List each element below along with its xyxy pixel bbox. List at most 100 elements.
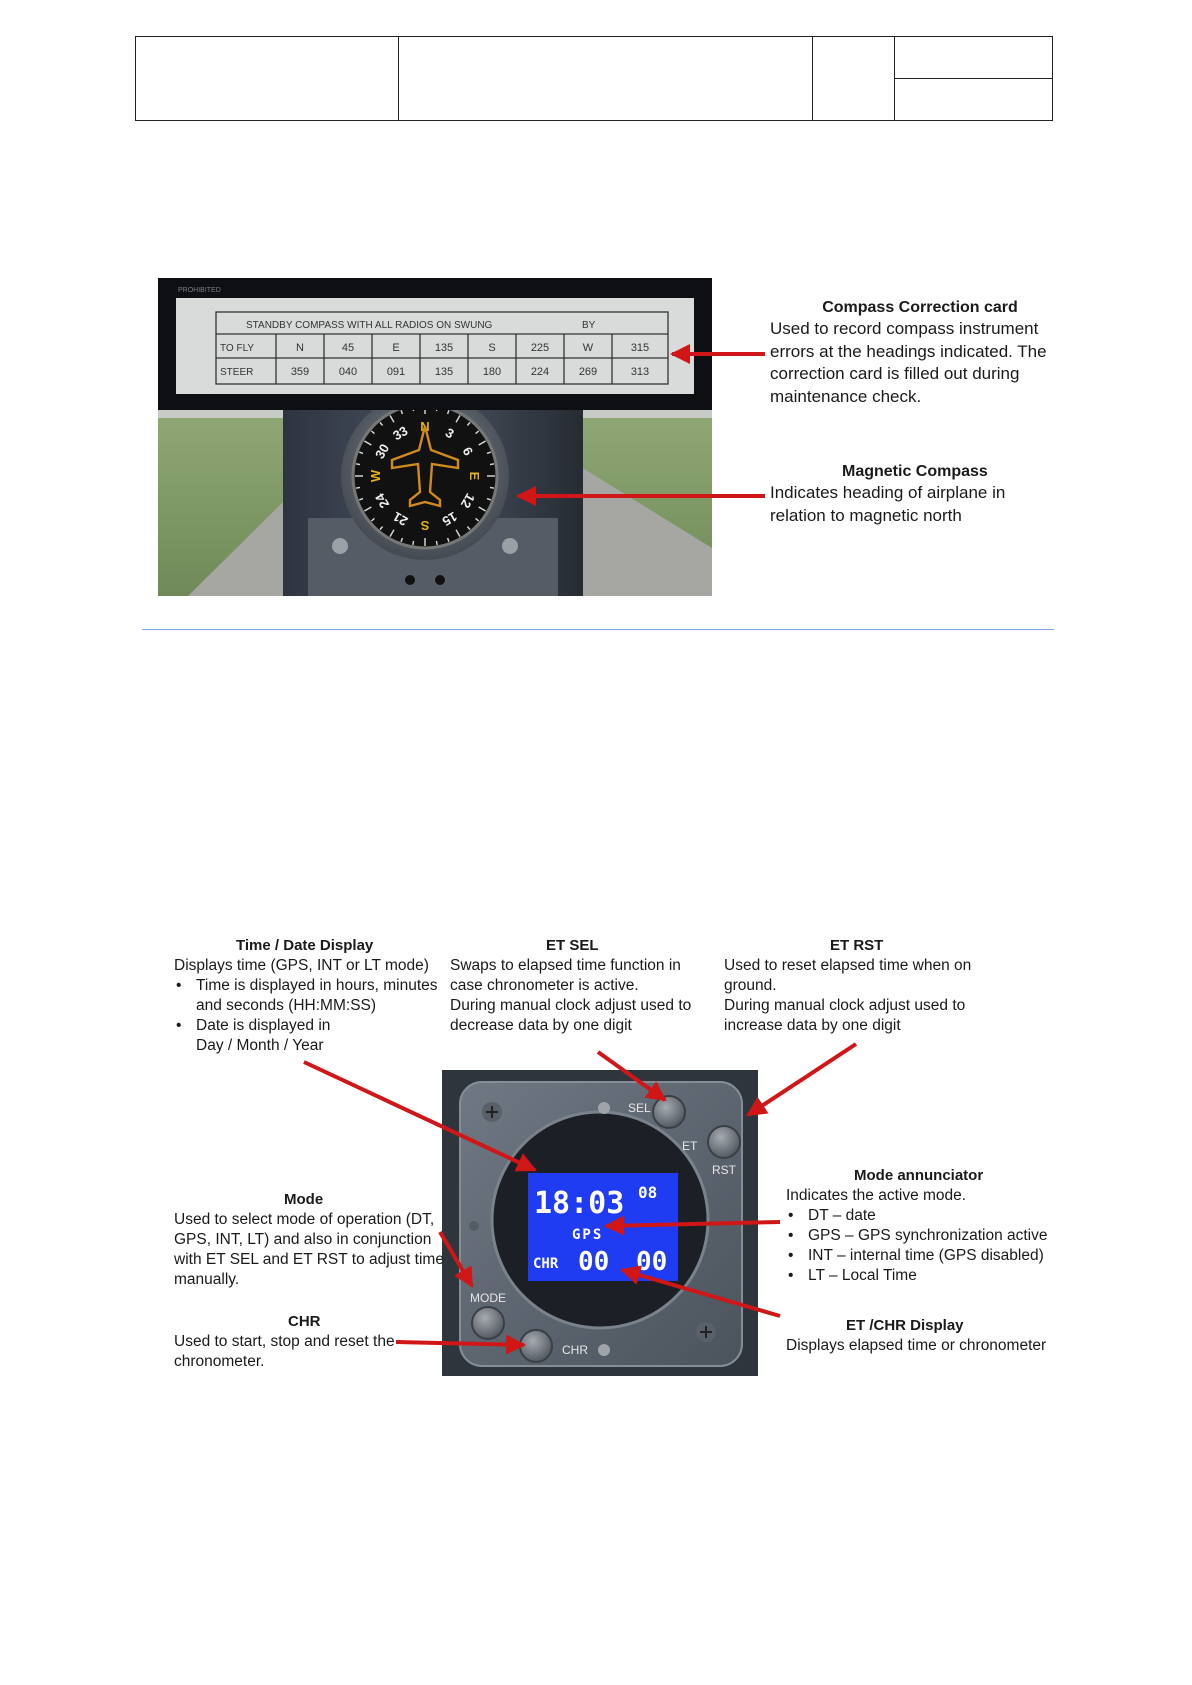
et-sel-title: ET SEL: [546, 937, 599, 954]
correction-card-line: correction card is filled out during: [770, 364, 1020, 383]
time-date-bullet: Date is displayed in Day / Month / Year: [174, 1016, 454, 1056]
compass-card-label: E: [467, 472, 482, 481]
correction-card-line: maintenance check.: [770, 386, 922, 406]
et-rst-line: Used to reset elapsed time when on: [724, 957, 972, 974]
screw-icon: [696, 1322, 716, 1342]
et-chr-display-annotation: ET /CHR Display Displays elapsed time or…: [786, 1316, 1086, 1356]
mode-annunciator-annotation: Mode annunciator Indicates the active mo…: [786, 1166, 1066, 1286]
card-to-fly-cell: 135: [435, 342, 453, 354]
magnetic-compass-title: Magnetic Compass: [842, 463, 988, 480]
et-rst-line: During manual clock adjust used to: [724, 997, 966, 1014]
header-cell-divider: [812, 37, 813, 120]
card-steer-label: STEER: [220, 367, 253, 378]
correction-card-title: Compass Correction card: [822, 299, 1018, 316]
card-steer-cell: 135: [435, 366, 453, 378]
card-to-fly-cell: E: [392, 342, 399, 354]
screw-icon: [482, 1102, 502, 1122]
et-rst-button[interactable]: [707, 1125, 741, 1159]
time-date-title: Time / Date Display: [236, 937, 374, 954]
card-to-fly-label: TO FLY: [220, 343, 254, 354]
document-header-table: [135, 36, 1053, 121]
svg-text:PROHIBITED: PROHIBITED: [178, 287, 221, 294]
et-sel-line: Swaps to elapsed time function in: [450, 957, 681, 974]
card-to-fly-cell: N: [296, 342, 304, 354]
et-rst-line: increase data by one digit: [724, 1017, 901, 1034]
section-divider: [142, 629, 1054, 630]
mode-line: manually.: [174, 1271, 240, 1288]
et-chr-display-title: ET /CHR Display: [846, 1317, 964, 1334]
time-seconds: 08: [638, 1183, 657, 1202]
chr-indicator-light: [598, 1344, 610, 1356]
et-sel-annotation: ET SEL Swaps to elapsed time function in…: [450, 936, 710, 1036]
mode-line: with ET SEL and ET RST to adjust time: [174, 1251, 444, 1268]
mode-annunciator-title: Mode annunciator: [854, 1167, 984, 1184]
magnetic-compass-line: relation to magnetic north: [770, 505, 962, 525]
et-rst-arrow: [746, 1042, 858, 1117]
et-rst-line: ground.: [724, 977, 777, 994]
chr-display-label: CHR: [533, 1256, 559, 1272]
mode-annunciator: GPS: [572, 1227, 603, 1243]
compass-ticks: [355, 406, 495, 546]
card-header-by: BY: [582, 320, 596, 331]
rst-label: RST: [712, 1163, 737, 1177]
mode-annunciator-intro: Indicates the active mode.: [786, 1187, 967, 1204]
card-to-fly-cell: 315: [631, 342, 649, 354]
et-rst-annotation: ET RST Used to reset elapsed time when o…: [724, 936, 1004, 1036]
correction-card-line: errors at the headings indicated. The: [770, 341, 1047, 361]
card-steer-cell: 091: [387, 366, 405, 378]
time-main: 18:03: [534, 1186, 624, 1221]
et-sel-button[interactable]: [652, 1095, 686, 1129]
card-steer-cell: 040: [339, 366, 357, 378]
et-sel-line: During manual clock adjust used to: [450, 997, 692, 1014]
magnetic-compass-annotation: Magnetic Compass Indicates heading of ai…: [770, 462, 1070, 527]
time-date-bullet-text: Day / Month / Year: [196, 1037, 324, 1054]
chr-title: CHR: [288, 1313, 321, 1330]
card-to-fly-cell: S: [488, 342, 495, 354]
clock-panel-screenshot: SEL ET RST MODE CHR 18:03 08 GPS CHR 00 …: [442, 1070, 758, 1376]
card-steer-cell: 269: [579, 366, 597, 378]
correction-card-line: Used to record compass instrument: [770, 319, 1039, 338]
compass-card-label: 33: [390, 423, 410, 443]
et-rst-title: ET RST: [830, 937, 884, 954]
card-steer-cell: 224: [531, 366, 549, 378]
time-date-bullet-text: Time is displayed in hours, minutes: [196, 977, 438, 994]
airplane-icon: [390, 425, 460, 508]
correction-card-annotation: Compass Correction card Used to record c…: [770, 298, 1070, 408]
card-to-fly-cell: 45: [342, 342, 354, 354]
header-cell-divider: [398, 37, 399, 120]
et-label: ET: [682, 1139, 698, 1153]
mode-line: GPS, INT, LT) and also in conjunction: [174, 1231, 432, 1248]
mode-line: Used to select mode of operation (DT,: [174, 1211, 435, 1228]
chr-annotation: CHR Used to start, stop and reset the ch…: [174, 1312, 434, 1372]
et-sel-line: decrease data by one digit: [450, 1017, 632, 1034]
compass-card-label: W: [368, 469, 383, 482]
card-header: STANDBY COMPASS WITH ALL RADIOS ON SWUNG: [246, 320, 493, 331]
header-row-divider: [894, 78, 1052, 79]
compass-card-label: 30: [372, 441, 392, 461]
chr-panel-label: CHR: [562, 1343, 588, 1357]
sel-indicator-light: [598, 1102, 610, 1114]
time-date-bullet-text: and seconds (HH:MM:SS): [196, 997, 377, 1014]
mode-button[interactable]: [471, 1306, 505, 1340]
compass-card-label: S: [420, 518, 429, 533]
mode-title: Mode: [284, 1191, 324, 1208]
et-seconds: 00: [636, 1247, 667, 1277]
mode-annotation: Mode Used to select mode of operation (D…: [174, 1190, 454, 1290]
mode-annunciator-bullet: INT – internal time (GPS disabled): [786, 1246, 1066, 1266]
time-date-bullet: Time is displayed in hours, minutes and s…: [174, 976, 454, 1016]
magnetic-compass-line: Indicates heading of airplane in: [770, 483, 1006, 502]
compass-card-label: 12: [458, 491, 478, 511]
time-date-intro: Displays time (GPS, INT or LT mode): [174, 957, 429, 974]
card-steer-cell: 359: [291, 366, 309, 378]
et-minutes: 00: [578, 1247, 609, 1277]
time-date-bullet-text: Date is displayed in: [196, 1017, 331, 1034]
compass-card-label: 21: [390, 509, 410, 529]
et-chr-display-line: Displays elapsed time or chronometer: [786, 1337, 1047, 1354]
chr-line: Used to start, stop and reset the: [174, 1333, 395, 1350]
sel-label: SEL: [628, 1101, 651, 1115]
mode-annunciator-bullet: GPS – GPS synchronization active: [786, 1226, 1066, 1246]
chr-button[interactable]: [519, 1329, 553, 1363]
